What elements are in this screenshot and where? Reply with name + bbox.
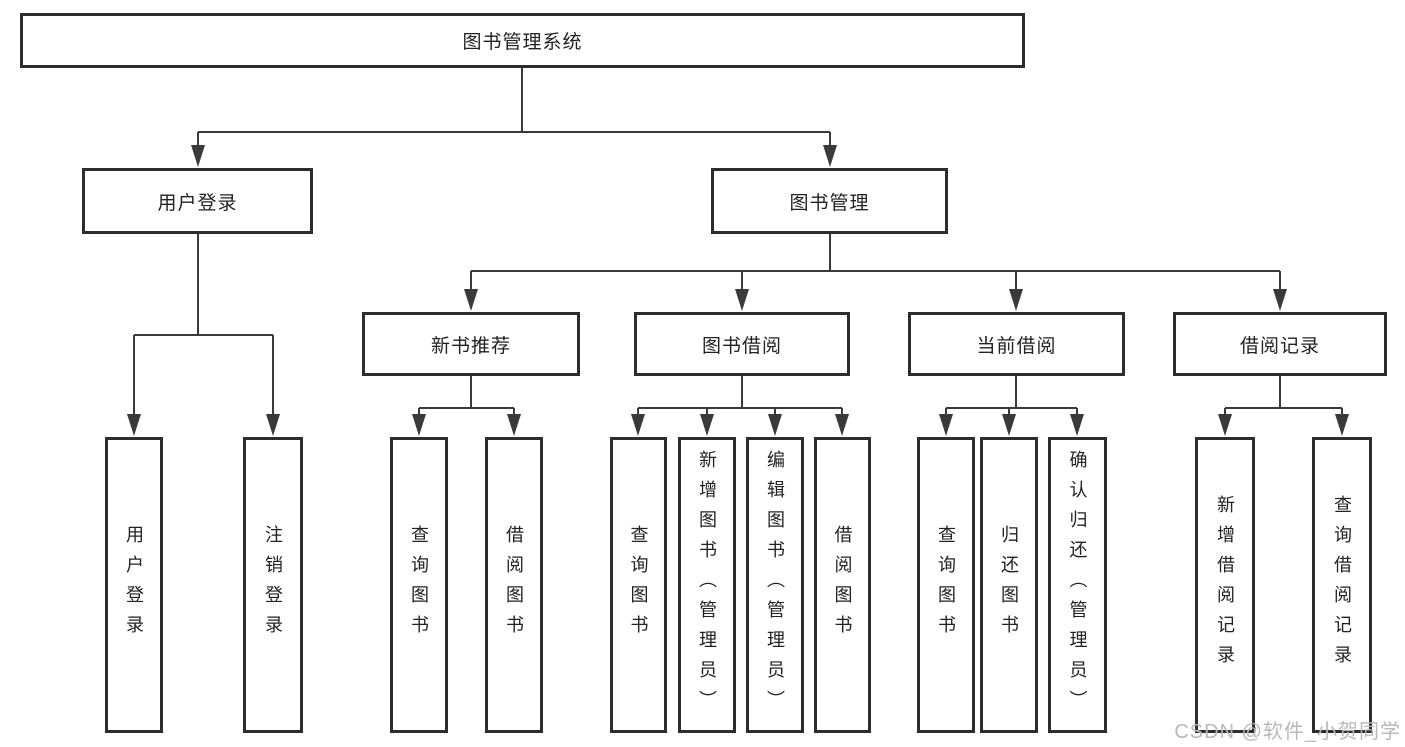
leaf-label: 借阅图书 bbox=[832, 525, 853, 645]
node-label: 新书推荐 bbox=[430, 335, 511, 357]
arrow-down-icon bbox=[768, 414, 782, 436]
arrow-down-icon bbox=[127, 414, 141, 436]
node-current-borrow: 当前借阅 bbox=[908, 312, 1125, 376]
node-book-management: 图书管理 bbox=[711, 168, 948, 234]
arrow-down-icon bbox=[835, 414, 849, 436]
leaf-borrow-book-1: 借阅图书 bbox=[485, 437, 543, 733]
arrow-down-icon bbox=[1009, 289, 1023, 311]
node-label: 用户登录 bbox=[157, 192, 238, 214]
node-borrow-records: 借阅记录 bbox=[1173, 312, 1387, 376]
leaf-add-borrow-record: 新增借阅记录 bbox=[1195, 437, 1255, 733]
leaf-label: 用户登录 bbox=[124, 525, 144, 645]
arrowheads bbox=[127, 145, 1349, 436]
arrow-down-icon bbox=[1335, 414, 1349, 436]
node-book-borrow: 图书借阅 bbox=[634, 312, 850, 376]
leaf-confirm-return-admin: 确认归还（管理员） bbox=[1048, 437, 1107, 733]
leaf-query-book-2: 查询图书 bbox=[610, 437, 667, 733]
leaf-user-login: 用户登录 bbox=[105, 437, 163, 733]
leaf-return-book: 归还图书 bbox=[980, 437, 1038, 733]
node-label: 当前借阅 bbox=[976, 335, 1057, 357]
arrow-down-icon bbox=[266, 414, 280, 436]
leaf-label: 查询图书 bbox=[628, 525, 649, 645]
node-label: 图书管理 bbox=[789, 192, 870, 214]
leaf-label: 借阅图书 bbox=[504, 525, 524, 645]
leaf-label: 归还图书 bbox=[999, 525, 1019, 645]
leaf-label: 确认归还（管理员） bbox=[1067, 450, 1088, 720]
leaf-label: 新增借阅记录 bbox=[1215, 495, 1235, 675]
node-label: 图书借阅 bbox=[701, 335, 782, 357]
arrow-down-icon bbox=[1273, 289, 1287, 311]
csdn-watermark: CSDN @软件_小贺同学 bbox=[1174, 721, 1401, 743]
arrow-down-icon bbox=[631, 414, 645, 436]
node-user-login: 用户登录 bbox=[82, 168, 313, 234]
leaf-label: 查询借阅记录 bbox=[1332, 495, 1352, 675]
leaf-borrow-book-2: 借阅图书 bbox=[814, 437, 871, 733]
arrow-down-icon bbox=[1002, 414, 1016, 436]
node-label: 借阅记录 bbox=[1239, 335, 1320, 357]
arrow-down-icon bbox=[412, 414, 426, 436]
leaf-logout: 注销登录 bbox=[243, 437, 303, 733]
leaf-label: 查询图书 bbox=[409, 525, 429, 645]
leaf-add-book-admin: 新增图书（管理员） bbox=[678, 437, 736, 733]
leaf-label: 编辑图书（管理员） bbox=[765, 450, 785, 720]
leaf-label: 查询图书 bbox=[936, 525, 956, 645]
arrow-down-icon bbox=[1218, 414, 1232, 436]
leaf-query-book-1: 查询图书 bbox=[390, 437, 448, 733]
leaf-label: 注销登录 bbox=[263, 525, 283, 645]
node-new-book-recommend: 新书推荐 bbox=[362, 312, 580, 376]
node-root-system: 图书管理系统 bbox=[20, 13, 1025, 68]
arrow-down-icon bbox=[191, 145, 205, 167]
arrow-down-icon bbox=[939, 414, 953, 436]
leaf-query-borrow-record: 查询借阅记录 bbox=[1312, 437, 1372, 733]
arrow-down-icon bbox=[507, 414, 521, 436]
node-label: 图书管理系统 bbox=[462, 32, 583, 53]
arrow-down-icon bbox=[735, 289, 749, 311]
leaf-edit-book-admin: 编辑图书（管理员） bbox=[746, 437, 804, 733]
leaf-query-book-3: 查询图书 bbox=[917, 437, 975, 733]
arrow-down-icon bbox=[1070, 414, 1084, 436]
leaf-label: 新增图书（管理员） bbox=[697, 450, 717, 720]
arrow-down-icon bbox=[700, 414, 714, 436]
arrow-down-icon bbox=[823, 145, 837, 167]
arrow-down-icon bbox=[464, 289, 478, 311]
